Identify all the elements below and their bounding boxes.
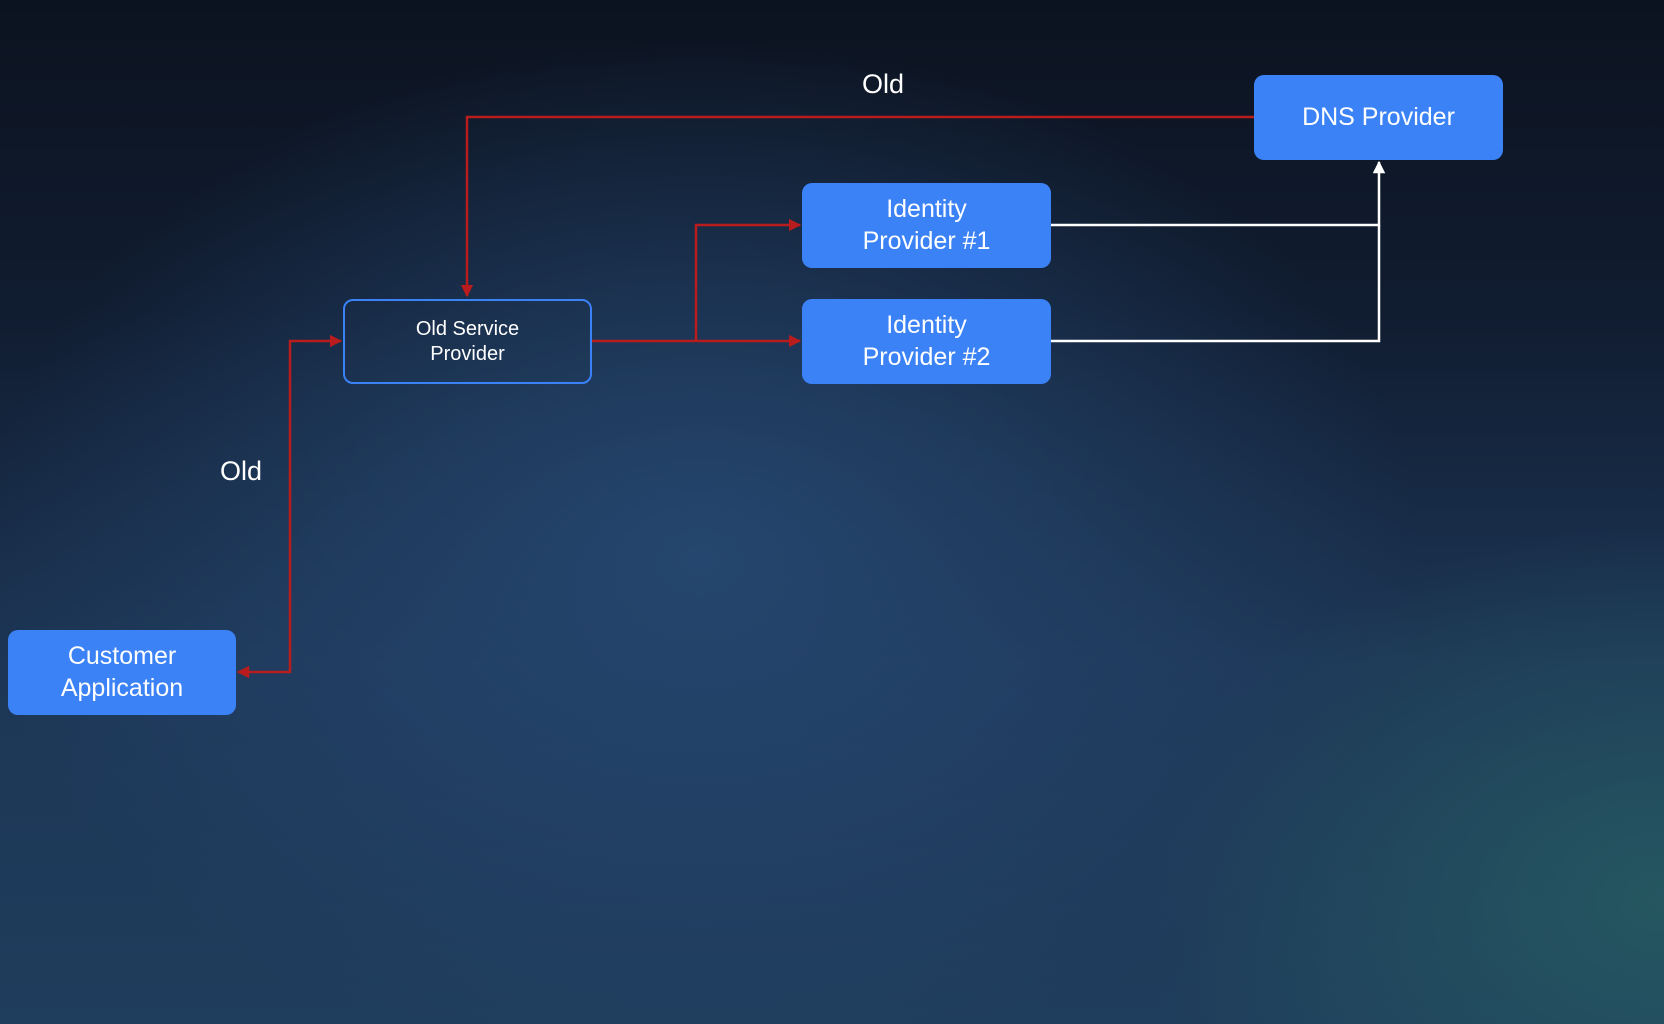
dns-provider-label: DNS Provider	[1302, 102, 1455, 131]
edge-dns-to-old-service-provider	[460, 115, 1254, 298]
edge-label-old-left: Old	[220, 456, 263, 486]
old-service-provider-node[interactable]: Old Service Provider	[343, 299, 592, 384]
identity-provider-1-label: Identity Provider #1	[862, 195, 991, 255]
edge-old-service-provider-to-idp1	[694, 218, 802, 341]
customer-application-node[interactable]: Customer Application	[8, 630, 236, 715]
dns-provider-node[interactable]: DNS Provider	[1254, 75, 1503, 160]
edge-label-old-top: Old	[862, 69, 905, 99]
customer-application-label: Customer Application	[60, 642, 184, 702]
edge-idp1-to-dns	[1051, 160, 1386, 227]
identity-provider-2-label: Identity Provider #2	[862, 311, 991, 371]
identity-provider-2-node[interactable]: Identity Provider #2	[802, 299, 1051, 384]
edge-customer-app-to-old-service-provider	[236, 334, 343, 679]
identity-provider-1-node[interactable]: Identity Provider #1	[802, 183, 1051, 268]
edge-idp2-to-dns	[1051, 225, 1381, 343]
old-service-provider-label: Old Service Provider	[415, 317, 520, 365]
